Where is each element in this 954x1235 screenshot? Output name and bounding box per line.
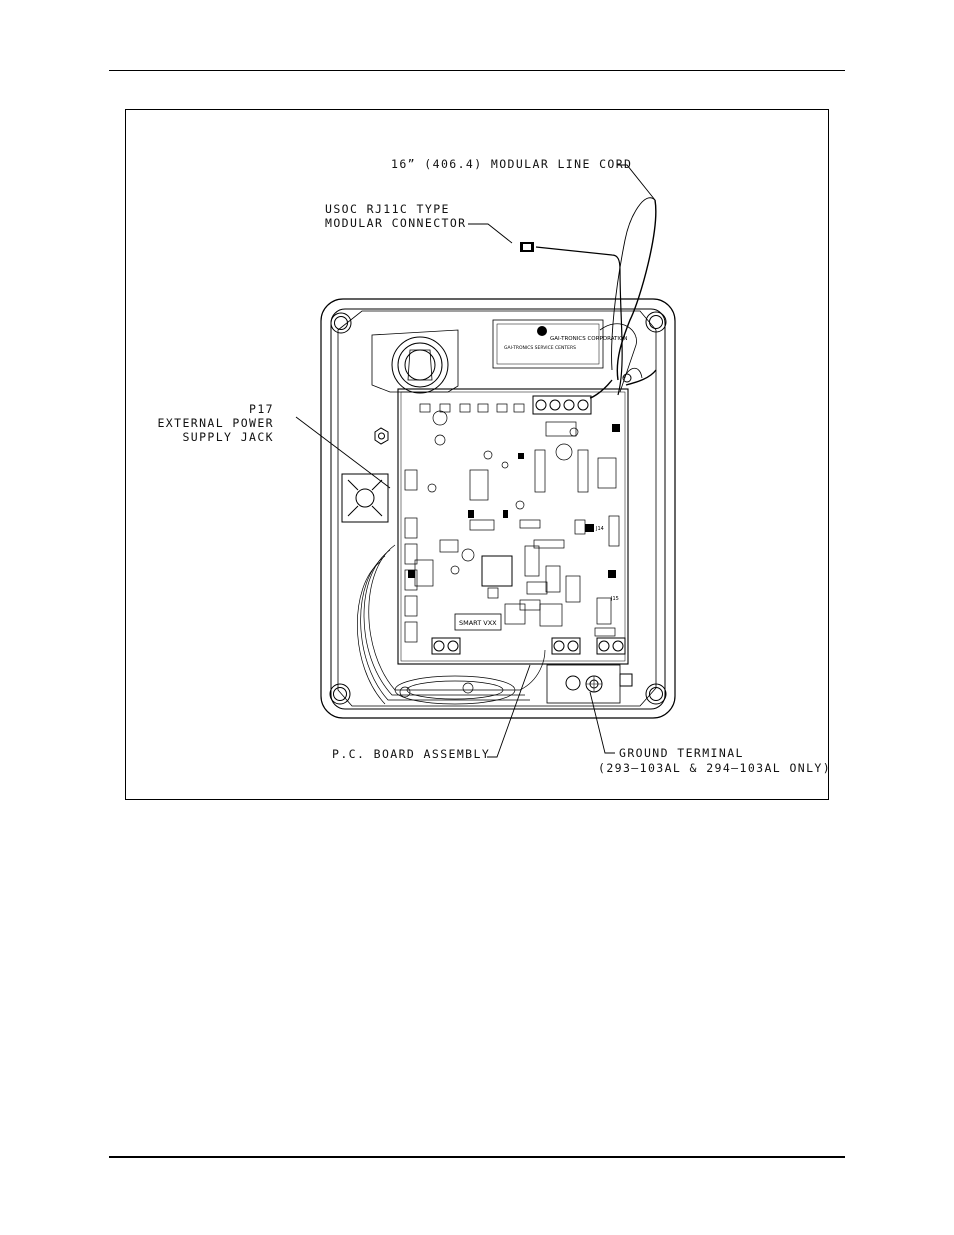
- main-ic: [481, 555, 513, 587]
- company-subtext: GAI-TRONICS SERVICE CENTERS: [504, 345, 576, 351]
- conduit-hub: [371, 329, 459, 394]
- pc-board: [397, 388, 629, 665]
- model-label-box: [454, 613, 502, 631]
- j14-text: J14: [595, 526, 604, 532]
- ground-terminal-label-line2: (293–103AL & 294–103AL ONLY): [598, 761, 832, 775]
- header-rule: [109, 70, 845, 71]
- company-text: GAI-TRONICS CORPORATION: [550, 336, 627, 342]
- leader-lines: [295, 164, 656, 758]
- rj11-connector-icon: [520, 242, 534, 252]
- p17-label-line1: P17: [249, 402, 274, 416]
- enclosure-outer: [320, 298, 676, 719]
- p17-label-line3: SUPPLY JACK: [182, 430, 274, 444]
- ground-terminal-label-line1: GROUND TERMINAL: [619, 746, 744, 760]
- terminal-block-top: [532, 395, 592, 415]
- p17-label-line2: EXTERNAL POWER: [157, 416, 274, 430]
- ground-terminal-icon: [585, 675, 603, 693]
- label-plate: [492, 319, 604, 369]
- line-cord-label: 16” (406.4) MODULAR LINE CORD: [391, 157, 633, 171]
- terminal-block-bottom: [431, 637, 626, 655]
- ground-terminal-area: [546, 664, 633, 704]
- connector-label-line1: USOC RJ11C TYPE: [325, 202, 450, 216]
- speaker: [357, 544, 546, 705]
- gai-tronics-logo-icon: [537, 326, 547, 336]
- connector-label-line2: MODULAR CONNECTOR: [325, 216, 467, 230]
- hex-nut: [374, 427, 389, 445]
- figure-frame: [125, 109, 829, 800]
- footer-rule: [109, 1156, 845, 1158]
- bracket: [341, 473, 389, 523]
- j15-text: J15: [610, 596, 619, 602]
- pcb-label: P.C. BOARD ASSEMBLY: [332, 747, 491, 761]
- model-text: SMART VXX: [459, 619, 497, 627]
- mounting-holes: [329, 311, 667, 705]
- enclosure-inner: [330, 308, 666, 710]
- line-cord: [535, 197, 657, 399]
